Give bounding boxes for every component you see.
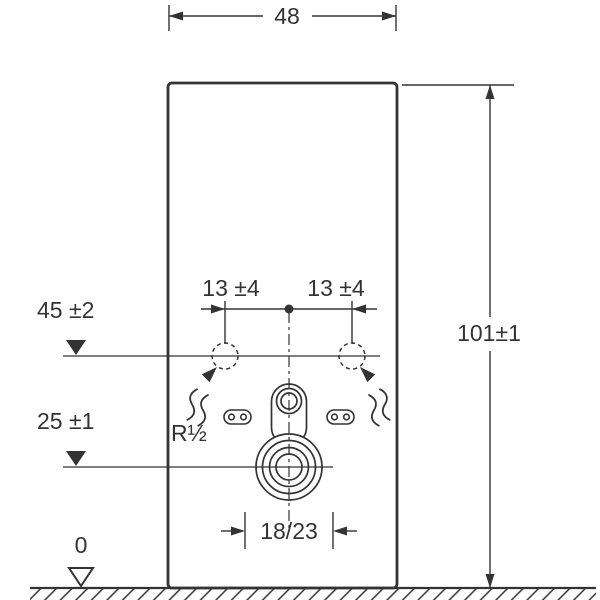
squiggle — [197, 394, 209, 427]
anchor-hole — [342, 413, 351, 421]
level-45-arrow — [66, 340, 86, 355]
thread-size-label: R½ — [171, 420, 207, 446]
drain-offset-label: 18/23 — [260, 518, 318, 544]
water-squiggle-left — [186, 388, 209, 427]
center-reference-dot — [284, 304, 294, 314]
level-25-marker — [63, 451, 333, 468]
arrowhead-down — [485, 574, 495, 588]
offset-left-label: 13 ±4 — [202, 275, 260, 301]
anchor-hole — [330, 413, 339, 421]
ground-hatch — [30, 589, 596, 600]
level-45-marker — [63, 340, 380, 357]
arrowhead-right — [231, 526, 245, 536]
anchor-hole — [239, 413, 248, 421]
dim-height-right — [402, 84, 514, 588]
zero-level-arrow — [67, 567, 95, 588]
level-25-label: 25 ±1 — [37, 408, 94, 434]
dim-offsets — [201, 301, 377, 344]
anchor-hole — [227, 413, 236, 421]
arrowhead-right — [382, 11, 396, 21]
water-squiggle-right — [368, 388, 391, 427]
dim-width-top — [168, 5, 397, 31]
squiggle — [368, 394, 380, 427]
dim-drain-offset — [221, 512, 357, 549]
level-25-arrow — [66, 451, 86, 466]
anchor-point-left — [223, 409, 252, 425]
dim-height-label: 101±1 — [457, 320, 521, 346]
arrowhead-up — [485, 85, 495, 99]
squiggle — [379, 388, 391, 421]
arrowhead-left — [352, 304, 366, 314]
arrowhead-left — [169, 11, 183, 21]
level-45-label: 45 ±2 — [37, 297, 94, 323]
dim-width-label: 48 — [274, 3, 300, 29]
supply-arrow-left — [201, 367, 217, 383]
anchor-point-right — [326, 409, 355, 425]
squiggle — [186, 388, 198, 421]
arrowhead-right — [211, 304, 225, 314]
supply-arrow-right — [360, 367, 376, 383]
arrowhead-left — [333, 526, 347, 536]
zero-level-label: 0 — [75, 532, 88, 558]
panel-outline — [166, 81, 399, 590]
offset-right-label: 13 ±4 — [307, 275, 365, 301]
